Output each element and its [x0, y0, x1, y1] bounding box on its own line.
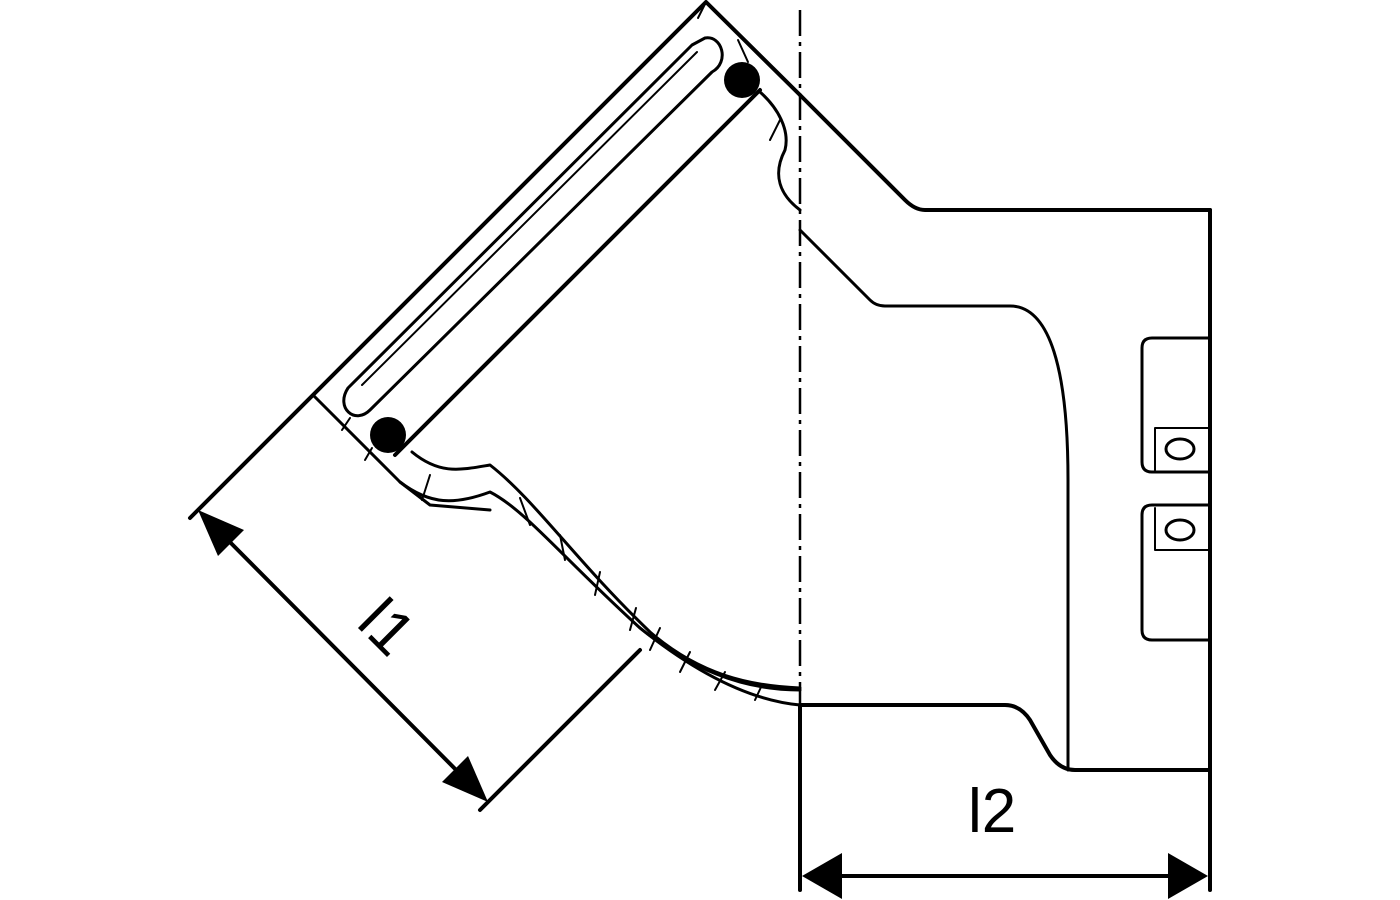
section-wall-top [758, 90, 802, 212]
straight-body [798, 93, 1212, 892]
section-wall [341, 39, 802, 707]
socket-inner-step [697, 1, 707, 19]
o-ring-bottom [370, 417, 406, 453]
end-inserts [1140, 336, 1212, 642]
angled-socket [188, 0, 802, 520]
l1-extension-line [478, 648, 642, 812]
dimension-l1: l1 [198, 510, 642, 812]
body-top-outline [798, 93, 1212, 212]
socket-outer-wall [188, 0, 802, 520]
l2-label: l2 [968, 777, 1016, 846]
l1-arrow-start [198, 510, 244, 556]
insert-lower [1140, 503, 1212, 642]
seal-groove [342, 36, 760, 453]
seal-groove-inner [361, 51, 698, 386]
l1-label: l1 [345, 586, 428, 669]
l1-dimension-line [206, 518, 480, 794]
insert-upper-hole-frame [1154, 427, 1211, 471]
body-bottom-outline [798, 703, 1212, 772]
l2-arrow-end [1168, 853, 1208, 899]
insert-lower-hole [1164, 518, 1196, 542]
body-inner-top [798, 228, 1070, 772]
section-wall-inner [410, 450, 802, 690]
o-ring-top [724, 62, 760, 98]
insert-lower-hole-frame [1154, 507, 1211, 551]
seal-groove-outline [342, 36, 724, 418]
socket-face [312, 394, 492, 512]
l1-arrow-end [442, 756, 488, 802]
insert-upper [1140, 336, 1212, 474]
hatching [341, 39, 781, 701]
l2-arrow-start [802, 853, 842, 899]
section-wall-lower [638, 626, 802, 707]
insert-upper-hole [1164, 437, 1196, 461]
section-wall-outer [398, 480, 802, 692]
dimension-l2: l2 [798, 703, 1208, 899]
socket-body-edge [393, 88, 762, 457]
